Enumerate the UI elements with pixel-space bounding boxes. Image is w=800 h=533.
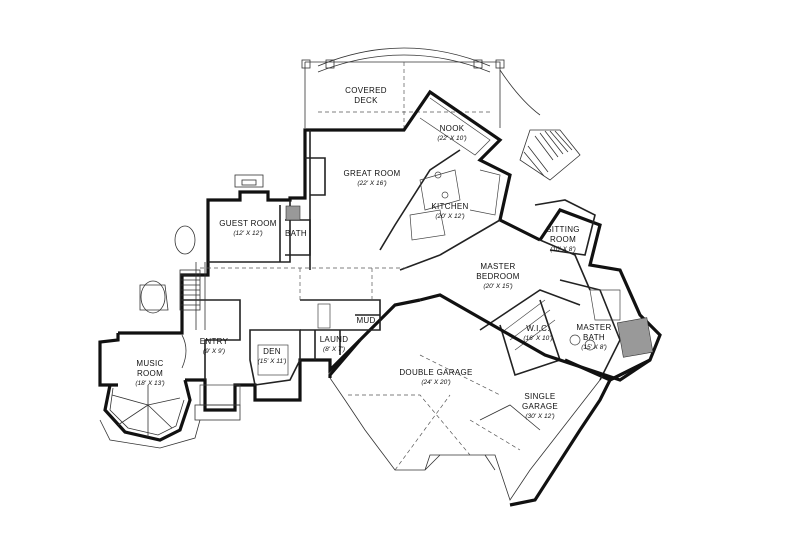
covered-deck-label: COVERED [345,86,387,95]
mud-label: MUD [356,316,375,325]
laund-label: LAUND [320,335,349,344]
kitchen-label: KITCHEN [431,202,468,211]
wic-dim: (16' X 10') [523,335,552,342]
sitting-room-label: SITTING [546,225,580,234]
kitchen-dim: (20' X 12') [435,213,464,220]
laund-dim: (8' X 7') [323,346,345,353]
entry-label: ENTRY [200,337,229,346]
double-garage-dim: (24' X 20') [421,379,450,386]
nook-label: NOOK [440,124,465,133]
master-bath-label-2: BATH [583,333,605,342]
sitting-room-dim: (10' X 8') [550,246,576,253]
entry-dim: (9' X 9') [203,348,225,355]
covered-deck-label-2: DECK [354,96,378,105]
guest-room-label: GUEST ROOM [219,219,277,228]
great-room-label: GREAT ROOM [344,169,401,178]
music-room-label-2: ROOM [137,369,163,378]
exterior-stairs [519,129,581,181]
double-garage-label: DOUBLE GARAGE [399,368,472,377]
single-garage-label-2: GARAGE [522,402,558,411]
music-room-dim: (18' X 13') [135,380,164,387]
music-room-label: MUSIC [136,359,163,368]
master-bath-dim: (15' X 8') [581,344,607,351]
nook-dim: (22' X 10') [437,135,466,142]
bath-label: BATH [285,229,307,238]
interior-walls [179,97,654,406]
den-dim: (15' X 11') [258,358,287,365]
master-bedroom-label-2: BEDROOM [476,272,519,281]
guest-room-dim: (12' X 12') [233,230,262,237]
den-label: DEN [263,347,281,356]
single-garage-dim: (30' X 12') [525,413,554,420]
great-room-dim: (22' X 16') [357,180,386,187]
master-bath-label: MASTER [576,323,611,332]
wic-label: W.I.C. [526,324,550,333]
exterior-patio [139,174,264,421]
garages [328,293,651,507]
master-bedroom-label: MASTER [480,262,515,271]
sitting-room-label-2: ROOM [550,235,576,244]
covered-deck-area [301,47,541,128]
single-garage-label: SINGLE [524,392,555,401]
music-room-bay [99,385,201,449]
master-bedroom-dim: (20' X 15') [483,283,512,290]
exterior-walls [98,89,662,442]
room-labels: COVERED DECK NOOK (22' X 10') GREAT ROOM… [135,86,611,420]
